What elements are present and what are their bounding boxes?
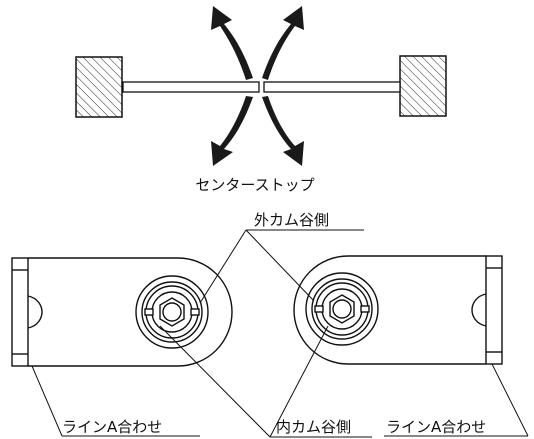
left-hatched-block [75,56,123,118]
left-cam-part [11,257,233,367]
right-body-outline [293,255,486,365]
right-end-plate [485,255,503,365]
right-cam-outer-ring [305,272,379,346]
right-hatched-block [399,55,447,117]
line-a-right-label: ラインA合わせ [386,418,486,436]
left-hex-nut [159,297,185,327]
line-a-left-label: ラインA合わせ [62,418,162,436]
right-bar [263,81,401,93]
leader-lines [31,229,529,438]
center-stop-label: センターストップ [195,176,314,194]
swing-arrows [211,6,304,166]
left-body-outline [28,257,233,367]
center-stop-illustration: センターストップ [75,6,447,194]
right-cam-part [293,255,503,365]
left-cam-outer-ring [135,275,209,349]
inner-cam-side-label: 内カム谷側 [276,418,351,436]
right-hex-nut [329,294,355,324]
left-end-plate [11,257,29,367]
outer-cam-side-label: 外カム谷側 [254,211,329,229]
left-bar [122,81,260,93]
